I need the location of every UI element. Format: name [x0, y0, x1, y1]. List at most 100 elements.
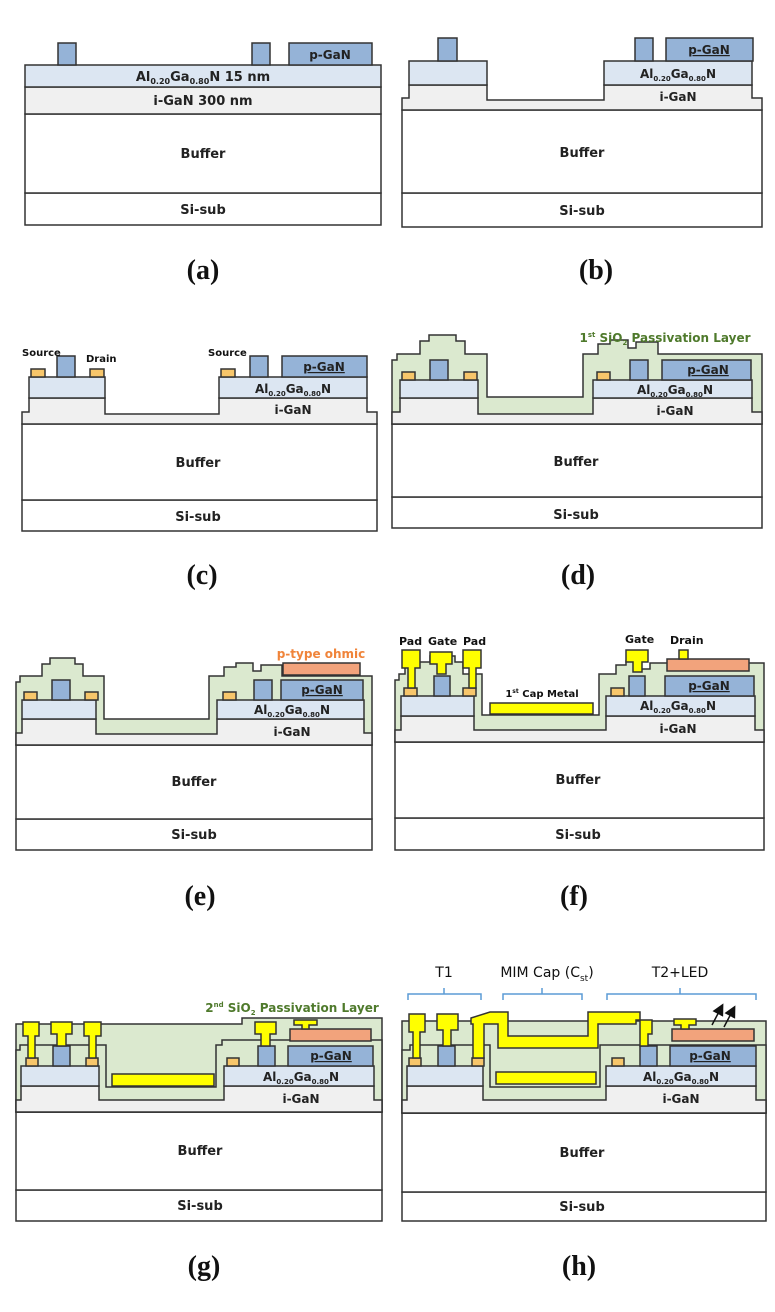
panel-g: 2nd SiO2 Passivation Layer p-GaN Al0.20G… — [15, 1001, 383, 1282]
p-gan-block — [281, 355, 368, 378]
algan-mesa-left — [399, 379, 479, 399]
ohmic-contact — [462, 687, 477, 697]
algan-layer — [24, 64, 382, 88]
i-gan-layer — [394, 715, 765, 743]
buffer-label: Buffer — [560, 146, 606, 161]
t2-led-label: T2+LED — [651, 965, 709, 981]
ohmic-contact — [408, 1057, 422, 1067]
buffer-label: Buffer — [178, 1144, 224, 1159]
caption-a: (a) — [187, 255, 220, 286]
source-label: Source — [208, 348, 247, 359]
buffer-label: Buffer — [172, 775, 218, 790]
caption-d: (d) — [561, 560, 595, 591]
drain-metal — [673, 1018, 697, 1030]
ohmic-contact — [226, 1057, 240, 1067]
algan-label: Al0.20Ga0.80N — [643, 1070, 719, 1086]
gate-pgan-island — [51, 679, 71, 701]
gate-pgan-island — [253, 679, 273, 701]
si-sub-label: Si-sub — [555, 828, 601, 843]
p-gan-label: p-GaN — [688, 43, 730, 57]
mim-cap-label: MIM Cap (Cst) — [500, 965, 593, 984]
panel-h: T1 MIM Cap (Cst) T2+LED p-GaN Al0.20Ga0.… — [401, 965, 767, 1282]
gate-pgan-island — [634, 37, 654, 62]
gate-pgan-island — [437, 1045, 456, 1067]
buffer-layer — [15, 1111, 383, 1191]
ohmic-contact — [611, 1057, 625, 1067]
algan-label: Al0.20Ga0.80N 15 nm — [136, 70, 270, 86]
algan-label: Al0.20Ga0.80N — [640, 67, 716, 83]
p-gan-block — [280, 679, 364, 701]
caption-g: (g) — [188, 1251, 221, 1282]
pad-metal — [401, 649, 421, 689]
panel-e: p-type ohmic p-GaN Al0.20Ga0.80N i-GaN B… — [15, 647, 373, 912]
p-gan-block — [664, 675, 755, 697]
p-gan-block — [287, 1045, 374, 1067]
p-type-ohmic-contact — [282, 662, 361, 676]
drain-label: Drain — [86, 354, 117, 365]
gate-pgan-island — [433, 675, 451, 697]
p-gan-label: p-GaN — [310, 1049, 352, 1063]
si-sub-layer — [15, 1189, 383, 1222]
pad-label: Pad — [463, 635, 486, 648]
drain-metal — [293, 1019, 318, 1030]
buffer-layer — [401, 109, 763, 194]
ohmic-contact — [220, 368, 236, 378]
caption-f: (f) — [560, 881, 588, 912]
algan-label: Al0.20Ga0.80N — [263, 1070, 339, 1086]
si-sub-label: Si-sub — [553, 508, 599, 523]
si-sub-label: Si-sub — [180, 203, 226, 218]
drain-metal — [678, 649, 689, 660]
si-sub-label: Si-sub — [559, 204, 605, 219]
buffer-layer — [391, 423, 763, 498]
ohmic-contact — [222, 691, 237, 701]
gate-pgan-island — [639, 1045, 658, 1067]
buffer-layer — [394, 741, 765, 819]
first-cap-metal — [495, 1071, 597, 1085]
gate-pgan-island — [257, 1045, 276, 1067]
mim-bracket — [502, 988, 583, 1000]
p-type-ohmic-contact — [289, 1028, 372, 1042]
p-gan-block — [661, 359, 752, 381]
caption-c: (c) — [186, 560, 217, 591]
p-gan-block — [669, 1045, 757, 1067]
gate-pgan-island — [429, 359, 449, 381]
algan-label: Al0.20Ga0.80N — [637, 383, 713, 399]
caption-h: (h) — [562, 1251, 596, 1282]
ohmic-contact — [84, 691, 99, 701]
p-type-ohmic-contact — [666, 658, 750, 672]
ohmic-contact — [596, 371, 611, 381]
gate-metal — [429, 651, 453, 675]
algan-mesa-left — [400, 695, 475, 717]
i-gan-label: i-GaN — [659, 722, 696, 736]
buffer-label: Buffer — [556, 773, 602, 788]
buffer-layer — [15, 744, 373, 820]
si-sub-label: Si-sub — [177, 1199, 223, 1214]
i-gan-label: i-GaN — [662, 1092, 699, 1106]
algan-mesa-left — [406, 1065, 484, 1087]
pad-metal — [83, 1021, 102, 1059]
si-sub-label: Si-sub — [171, 828, 217, 843]
si-sub-layer — [21, 499, 378, 532]
panel-a: p-GaN Al0.20Ga0.80N 15 nm i-GaN 300 nm B… — [24, 42, 382, 286]
panel-c: Source Drain Source p-GaN Al0.20Ga0.80N … — [21, 348, 378, 591]
ohmic-contact — [610, 687, 625, 697]
emission-arrow — [711, 1003, 724, 1026]
algan-mesa-left — [408, 60, 488, 86]
panel-d: 1st SiO2 Passivation Layer p-GaN Al0.20G… — [391, 331, 763, 591]
si-sub-label: Si-sub — [175, 510, 221, 525]
algan-mesa-left — [28, 376, 106, 399]
algan-mesa-left — [20, 1065, 100, 1087]
cap-metal-label: 1st Cap Metal — [505, 688, 578, 700]
p-gan-label: p-GaN — [301, 683, 343, 697]
gate-pgan-island — [249, 355, 269, 378]
buffer-layer — [21, 423, 378, 501]
i-gan-label: i-GaN 300 nm — [153, 94, 252, 109]
gate-pgan-island — [628, 675, 646, 697]
p-gan-label: p-GaN — [687, 363, 729, 377]
si-sub-layer — [15, 818, 373, 851]
ohmic-contact — [463, 371, 478, 381]
gate-label: Gate — [625, 633, 654, 646]
ohmic-contact — [471, 1057, 485, 1067]
pad-metal — [408, 1013, 426, 1059]
p-gan-label: p-GaN — [688, 679, 730, 693]
